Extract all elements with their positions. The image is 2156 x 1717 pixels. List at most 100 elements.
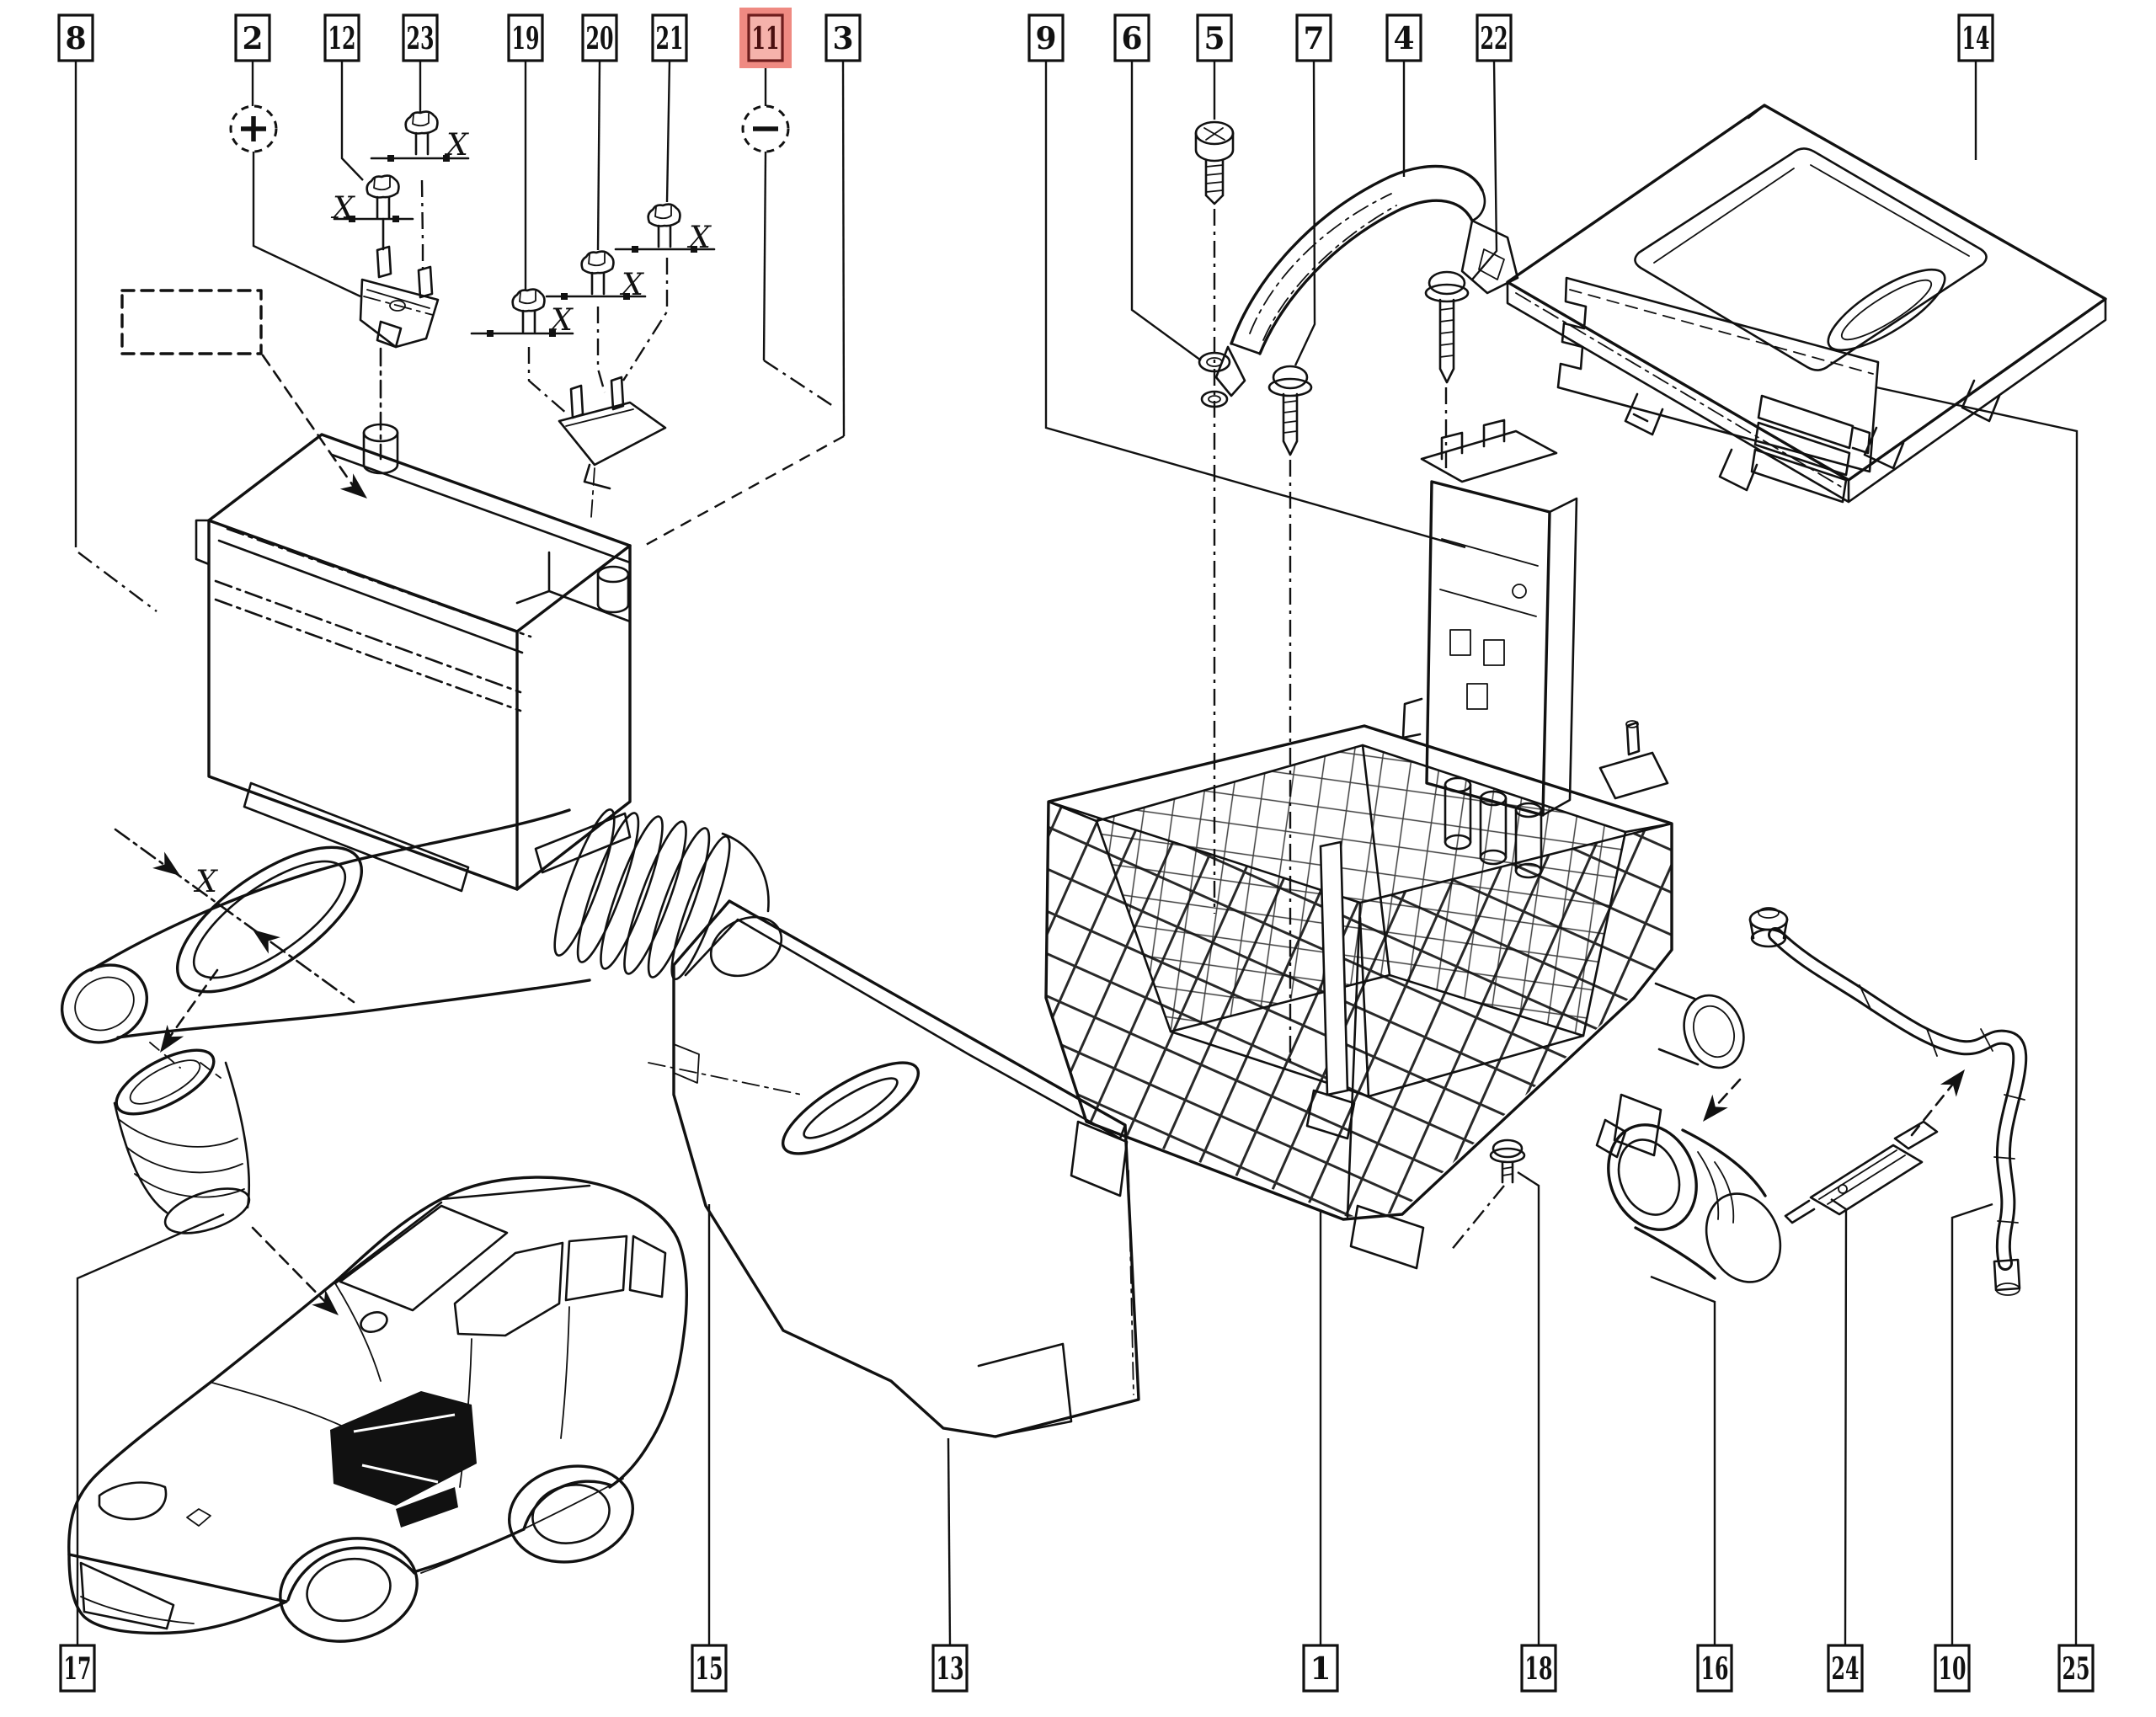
callout-number: 23 [407,21,435,56]
callout-box-2[interactable]: 2 [234,13,271,62]
callout-frame [1027,13,1065,62]
callout-frame [931,1644,969,1693]
plus-terminal-symbol [229,104,278,153]
callout-frame [581,13,618,62]
support-bracket [1214,164,1519,397]
leader-line-16 [1650,1275,1716,1645]
callout-box-10[interactable]: 10 [1934,1644,1971,1693]
callout-box-1[interactable]: 1 [1302,1644,1339,1693]
callout-number: 20 [586,21,614,56]
callout-box-14[interactable]: 14 [1957,13,1994,62]
leader-line-2 [252,152,361,298]
callout-box-20[interactable]: 20 [581,13,618,62]
callout-box-18[interactable]: 18 [1520,1644,1557,1693]
callout-number: 3 [832,21,853,56]
battery-tray [1044,720,1745,1270]
leader-line-3 [643,435,845,547]
leader-line-18 [1517,1170,1540,1645]
callout-box-12[interactable]: 12 [323,13,360,62]
callout-number: 21 [656,21,684,56]
callout-frame [1302,1644,1339,1693]
callout-number: 19 [512,21,540,56]
x-mark-0: X [444,128,469,163]
rubber-sleeve-cone [113,968,346,1323]
leader-line-21 [622,258,669,381]
callout-box-21[interactable]: 21 [651,13,688,62]
fusebox-screw-22 [1424,270,1470,384]
callout-number: 18 [1525,1651,1553,1687]
leader-line-18 [1449,1185,1505,1252]
callout-number: 7 [1303,21,1324,56]
callout-box-8[interactable]: 8 [57,13,94,62]
callout-box-3[interactable]: 3 [825,13,862,62]
callout-frame [507,13,544,62]
flange-nut-20 [545,250,647,300]
leader-line-3 [841,60,846,437]
callout-number: 11 [752,21,780,56]
leader-line-9 [1044,61,1466,549]
callout-frame [1113,13,1150,62]
callout-frame [1520,1644,1557,1693]
callout-box-9[interactable]: 9 [1027,13,1065,62]
callout-number: 6 [1121,21,1142,56]
callout-box-22[interactable]: 22 [1476,13,1513,62]
callout-frame [651,13,688,62]
flange-nut-23 [370,110,470,162]
callout-box-24[interactable]: 24 [1827,1644,1864,1693]
callout-box-25[interactable]: 25 [2057,1644,2095,1693]
leader-line-10 [1951,1202,1993,1645]
callout-box-15[interactable]: 15 [691,1644,728,1693]
callout-box-5[interactable]: 5 [1196,13,1233,62]
callout-box-16[interactable]: 16 [1696,1644,1733,1693]
reference-pointer-line [261,354,355,488]
callout-box-11[interactable]: 11 [739,8,792,68]
duct-measure-annotation [114,828,355,1004]
callout-number: 9 [1035,21,1056,56]
leader-lines-layer [74,60,2079,1646]
callout-frame [59,1644,96,1693]
callout-number: 1 [1310,1651,1331,1687]
fusebox-cover [1506,104,2107,504]
battery-cable [1748,907,2028,1296]
callout-boxes-layer: 8 2 12 23 19 20 21 11 3 9 6 5 7 4 22 14 17 15 13 1 18 16 24 10 2… [57,8,2095,1693]
air-intake-duct [60,808,783,1079]
callout-box-7[interactable]: 7 [1295,13,1332,62]
positive-terminal-clamp [359,245,440,349]
battery-holddown-bracket [558,376,667,518]
callout-number: 2 [242,21,263,56]
leader-line-6 [1130,61,1202,361]
battery-condition-sensor [1784,1063,1973,1224]
callout-box-6[interactable]: 6 [1113,13,1150,62]
callout-frame [2057,1644,2095,1693]
callout-box-17[interactable]: 17 [59,1644,96,1693]
air-inlet-elbow [1595,1118,1782,1283]
mounting-bolt [1194,120,1235,205]
leader-line-23 [420,179,424,269]
leader-line-11 [762,151,767,361]
callout-box-4[interactable]: 4 [1385,13,1422,62]
callout-number: 5 [1203,21,1225,56]
callout-number: 10 [1939,1651,1967,1687]
callout-number: 4 [1393,21,1414,56]
flange-nut-21 [614,203,716,253]
leader-line-17 [76,1213,225,1645]
callout-box-23[interactable]: 23 [402,13,439,62]
callout-frame [1957,13,1994,62]
leader-line-20 [596,307,606,393]
callout-number: 12 [328,21,356,56]
leader-line-21 [665,60,671,203]
callout-number: 24 [1832,1651,1860,1687]
leader-line-7 [1294,60,1316,366]
callout-number: 15 [696,1651,723,1687]
callout-box-13[interactable]: 13 [931,1644,969,1693]
callout-number: 16 [1701,1651,1729,1687]
callout-frame [57,13,94,62]
polarity-symbols-layer [229,104,790,153]
callout-box-19[interactable]: 19 [507,13,544,62]
callout-number: 17 [64,1651,92,1687]
relay-mounting-plate [1556,276,1880,504]
callout-frame [1827,1644,1864,1693]
